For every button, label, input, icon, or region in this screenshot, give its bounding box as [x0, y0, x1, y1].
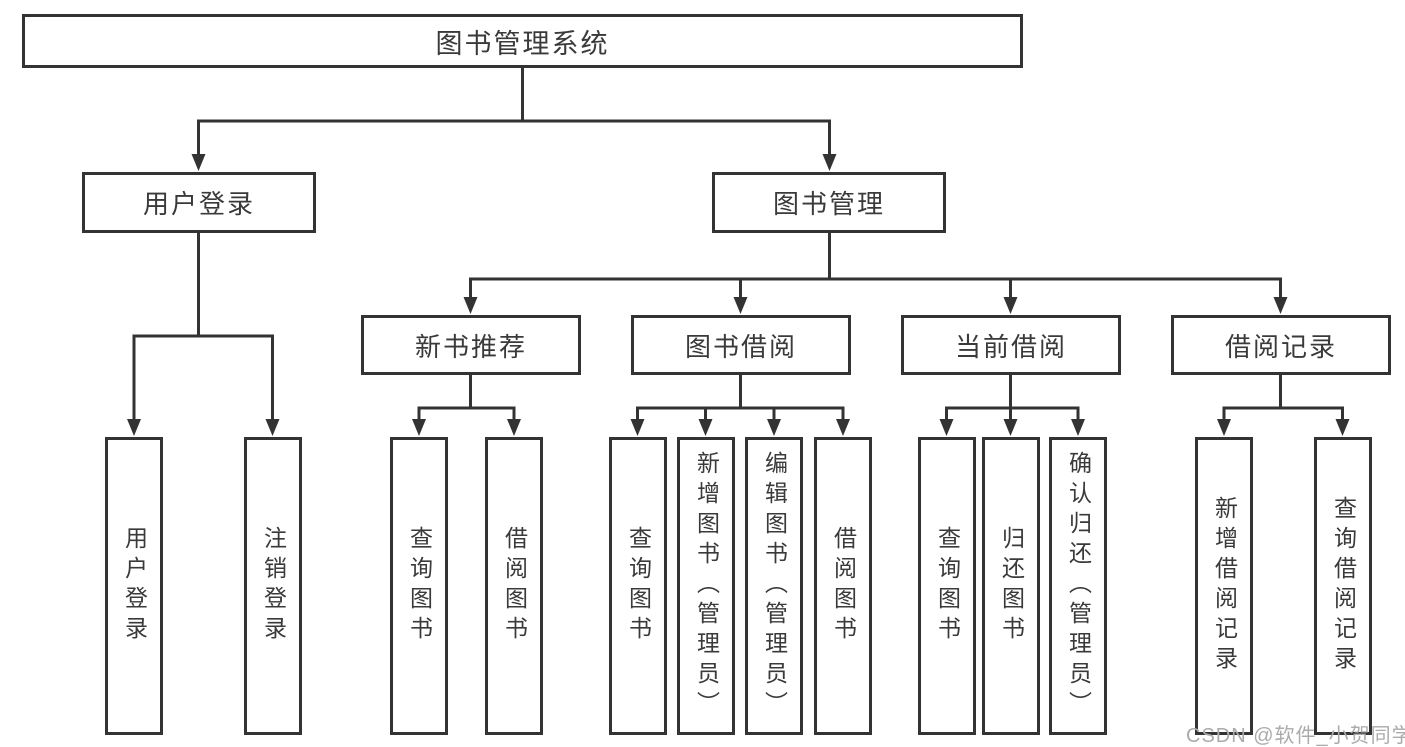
leaf-borrow-edit-books-admin-label: 编辑图书（管理员）	[761, 451, 788, 721]
leaf-borrow-query-books-label: 查询图书	[625, 526, 652, 646]
leaf-borrow-add-books-admin-label: 新增图书（管理员）	[693, 451, 720, 721]
node-new-book-recommend-label: 新书推荐	[414, 331, 527, 362]
leaf-records-query-record: 查询借阅记录	[1314, 437, 1372, 735]
leaf-borrow-borrow-books-label: 借阅图书	[830, 526, 857, 646]
leaf-current-return-books-label: 归还图书	[998, 526, 1025, 646]
node-book-management: 图书管理	[712, 172, 946, 233]
node-root-label: 图书管理系统	[435, 28, 610, 59]
leaf-records-query-record-label: 查询借阅记录	[1330, 496, 1357, 676]
node-book-borrow-label: 图书借阅	[684, 331, 797, 362]
leaf-borrow-add-books-admin: 新增图书（管理员）	[677, 437, 735, 735]
leaf-logout: 注销登录	[244, 437, 302, 735]
node-book-management-label: 图书管理	[772, 189, 885, 219]
leaf-records-add-record-label: 新增借阅记录	[1211, 496, 1238, 676]
node-new-book-recommend: 新书推荐	[361, 315, 581, 375]
leaf-borrow-edit-books-admin: 编辑图书（管理员）	[745, 437, 803, 735]
leaf-records-add-record: 新增借阅记录	[1195, 437, 1253, 735]
leaf-recommend-borrow-books: 借阅图书	[485, 437, 543, 735]
leaf-borrow-borrow-books: 借阅图书	[814, 437, 872, 735]
leaf-logout-label: 注销登录	[260, 526, 287, 646]
node-borrow-records-label: 借阅记录	[1224, 331, 1337, 362]
leaf-current-query-books-label: 查询图书	[934, 526, 961, 646]
node-user-login: 用户登录	[82, 172, 316, 233]
leaf-borrow-query-books: 查询图书	[609, 437, 667, 735]
leaf-recommend-query-books: 查询图书	[390, 437, 448, 735]
node-borrow-records: 借阅记录	[1171, 315, 1391, 375]
leaf-current-return-books: 归还图书	[982, 437, 1040, 735]
csdn-watermark: CSDN @软件_小贺同学	[1186, 725, 1405, 747]
leaf-recommend-query-books-label: 查询图书	[406, 526, 433, 646]
node-user-login-label: 用户登录	[142, 189, 255, 219]
leaf-user-login: 用户登录	[105, 437, 163, 735]
leaf-current-confirm-return-admin: 确认归还（管理员）	[1049, 437, 1107, 735]
node-book-borrow: 图书借阅	[631, 315, 851, 375]
leaf-current-confirm-return-admin-label: 确认归还（管理员）	[1065, 451, 1092, 721]
leaf-current-query-books: 查询图书	[918, 437, 976, 735]
node-current-borrow-label: 当前借阅	[954, 331, 1067, 362]
leaf-recommend-borrow-books-label: 借阅图书	[501, 526, 528, 646]
node-current-borrow: 当前借阅	[901, 315, 1121, 375]
node-root: 图书管理系统	[22, 14, 1023, 68]
leaf-user-login-label: 用户登录	[121, 526, 148, 646]
